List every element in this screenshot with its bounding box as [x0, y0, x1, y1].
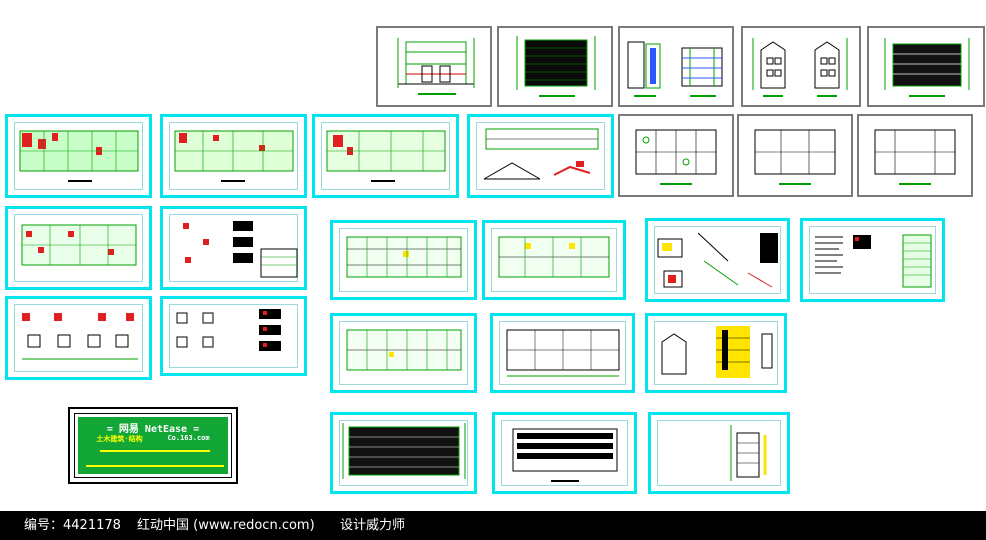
sheet-inner-frame: [501, 420, 628, 486]
drawing-thumbnail: [752, 38, 848, 97]
drawing-thumbnail: [498, 236, 610, 278]
drawing-thumbnail: [342, 423, 466, 479]
drawing-thumbnail: [627, 41, 723, 97]
stamp-text-line: [86, 465, 224, 467]
drawing-sheet-floor-plan-3[interactable]: [312, 114, 459, 198]
stamp-text-line: [100, 450, 210, 452]
drawing-sheet-elevation-2[interactable]: [497, 26, 613, 107]
drawing-sheet-side-elevation[interactable]: [741, 26, 861, 107]
stamp-subtitle: 土木建筑·结构 Co.163.com: [84, 434, 222, 444]
drawing-sheet-column-details-2[interactable]: [5, 296, 152, 380]
sheet-inner-frame: [809, 226, 936, 294]
stamp-panel: = 网易 NetEase = 土木建筑·结构 Co.163.com: [78, 417, 228, 474]
drawing-sheet-column-details-1[interactable]: [160, 206, 307, 290]
drawing-sheet-plan-gray-1[interactable]: [618, 114, 734, 197]
drawing-thumbnail: [21, 224, 137, 266]
drawing-sheet-framing-plan-1[interactable]: [330, 220, 477, 300]
netease-logo-stamp: = 网易 NetEase = 土木建筑·结构 Co.163.com: [68, 407, 238, 484]
drawing-thumbnail: [661, 326, 773, 378]
drawing-thumbnail: [657, 232, 778, 288]
sheet-inner-frame: [657, 420, 781, 486]
footer-id: 编号：4421178: [24, 518, 121, 533]
drawing-thumbnail: [483, 128, 599, 180]
sheet-inner-frame: [339, 420, 468, 486]
drawing-thumbnail: [884, 38, 970, 97]
drawing-thumbnail: [506, 329, 620, 377]
drawing-sheet-framing-plan-2[interactable]: [482, 220, 626, 300]
drawing-thumbnail: [346, 236, 462, 278]
drawing-sheet-notes-table[interactable]: [800, 218, 945, 302]
stamp-subtitle-b: Co.163.com: [167, 434, 210, 442]
sheet-inner-frame: [169, 214, 298, 282]
footer-bar: 编号：4421178 红动中国 (www.redocn.com) 设计威力师: [0, 511, 986, 540]
drawing-sheet-side-section[interactable]: [648, 412, 790, 494]
drawing-thumbnail: [516, 36, 596, 97]
drawing-thumbnail: [346, 329, 462, 371]
drawing-sheet-rear-elevation[interactable]: [492, 412, 637, 494]
sheet-inner-frame: [169, 122, 298, 190]
drawing-sheet-plan-5[interactable]: [490, 313, 635, 393]
drawing-thumbnail: [174, 130, 294, 182]
drawing-sheet-elevation-1[interactable]: [376, 26, 492, 107]
drawing-sheet-plan-gray-3[interactable]: [857, 114, 973, 197]
drawing-sheet-foundation-plan[interactable]: [5, 206, 152, 290]
drawing-sheet-floor-plan-2[interactable]: [160, 114, 307, 198]
drawing-thumbnail: [512, 428, 618, 482]
stamp-border: [74, 413, 232, 478]
sheet-inner-frame: [14, 214, 143, 282]
drawing-thumbnail: [326, 130, 446, 182]
sheet-inner-frame: [654, 226, 781, 294]
drawing-thumbnail: [183, 221, 298, 278]
drawing-thumbnail: [815, 234, 932, 288]
drawing-thumbnail: [874, 129, 956, 185]
drawing-thumbnail: [397, 38, 475, 95]
sheet-inner-frame: [476, 122, 605, 190]
sheet-inner-frame: [14, 122, 143, 190]
footer-role: 设计威力师: [340, 518, 406, 533]
sheet-inner-frame: [339, 321, 468, 385]
footer-site: 红动中国 (www.redocn.com): [137, 518, 315, 533]
sheet-inner-frame: [339, 228, 468, 292]
drawing-sheet-section-2[interactable]: [645, 313, 787, 393]
drawing-sheet-column-details-3[interactable]: [160, 296, 307, 376]
drawing-sheet-plan-gray-2[interactable]: [737, 114, 853, 197]
sheet-inner-frame: [14, 304, 143, 372]
sheet-inner-frame: [169, 304, 298, 368]
drawing-thumbnail: [19, 130, 139, 182]
drawing-sheet-roof-section[interactable]: [467, 114, 614, 198]
sheet-inner-frame: [491, 228, 617, 292]
sheet-inner-frame: [321, 122, 450, 190]
stamp-subtitle-a: 土木建筑·结构: [96, 435, 143, 443]
sheet-inner-frame: [654, 321, 778, 385]
drawing-sheet-section-1[interactable]: [618, 26, 734, 107]
drawing-thumbnail: [754, 129, 836, 185]
drawing-thumbnail: [22, 313, 138, 360]
drawing-thumbnail: [730, 425, 767, 481]
drawing-sheet-plan-4[interactable]: [330, 313, 477, 393]
stamp-title: = 网易 NetEase =: [106, 424, 200, 435]
drawing-sheet-floor-plan-1[interactable]: [5, 114, 152, 198]
drawing-sheet-elevation-3[interactable]: [867, 26, 985, 107]
sheet-inner-frame: [499, 321, 626, 385]
drawing-thumbnail: [176, 309, 281, 351]
drawing-sheet-stair-details[interactable]: [645, 218, 790, 302]
drawing-thumbnail: [635, 129, 717, 185]
drawing-sheet-front-elevation[interactable]: [330, 412, 477, 494]
